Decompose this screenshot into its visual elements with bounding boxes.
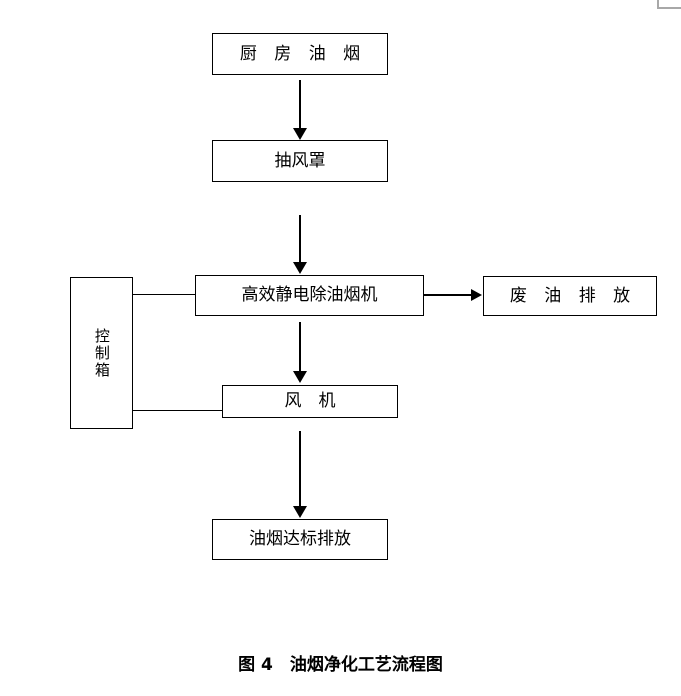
node-waste-oil-discharge: 废 油 排 放: [483, 276, 657, 316]
arrow-purifier-to-waste-oil: [424, 294, 472, 296]
arrow-purifier-to-fan: [299, 322, 301, 372]
node-exhaust-hood: 抽风罩: [212, 140, 388, 182]
arrow-exhaust-hood-to-purifier: [299, 215, 301, 263]
node-final-fume-discharge: 油烟达标排放: [212, 519, 388, 560]
crop-mark-horizontal: [657, 7, 681, 9]
crop-mark-vertical: [657, 0, 659, 9]
node-electrostatic-purifier: 高效静电除油烟机: [195, 275, 424, 316]
node-kitchen-fumes: 厨 房 油 烟: [212, 33, 388, 75]
node-control-box: 控制箱: [70, 277, 133, 429]
figure-caption: 图 4 油烟净化工艺流程图: [238, 655, 443, 675]
arrow-fan-to-final-discharge: [299, 431, 301, 507]
node-fan: 风 机: [222, 385, 398, 418]
line-control-box-to-fan: [132, 410, 223, 411]
control-box-label: 控制箱: [92, 327, 111, 379]
line-control-box-to-purifier: [132, 294, 196, 295]
arrow-kitchen-fumes-to-exhaust-hood: [299, 80, 301, 129]
